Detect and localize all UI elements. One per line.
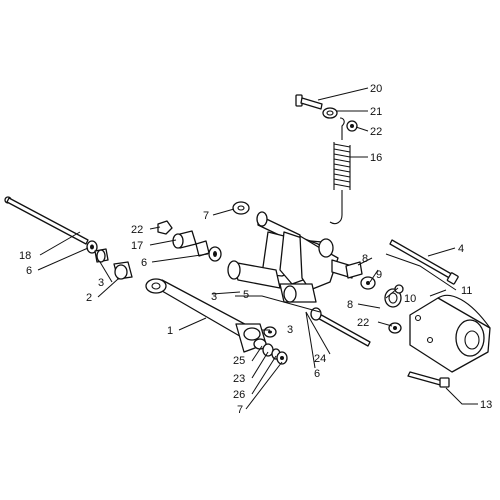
nut-9 <box>360 276 376 290</box>
callout-16: 16 <box>370 152 382 164</box>
callout-labels: 20 21 22 16 7 22 17 6 18 6 3 2 4 8 9 11 … <box>19 83 492 416</box>
callout-22: 22 <box>357 317 369 329</box>
bushing-2 <box>113 261 133 280</box>
callout-6: 6 <box>314 368 320 380</box>
bushing-8-top <box>345 261 363 279</box>
callout-18: 18 <box>19 250 31 262</box>
swing-arm-5 <box>227 211 353 303</box>
callout-10: 10 <box>404 293 416 305</box>
callout-24: 24 <box>314 353 326 365</box>
callout-9: 9 <box>376 269 382 281</box>
washer-6-left <box>86 240 98 254</box>
bushing-3-left <box>94 248 109 263</box>
rod-18 <box>4 196 89 245</box>
callout-5: 5 <box>243 289 249 301</box>
bushing-6-mid <box>195 240 222 262</box>
bushing-21 <box>322 107 338 119</box>
nut-8-bottom <box>394 284 404 294</box>
nut-22-right <box>388 322 402 334</box>
callout-23: 23 <box>233 373 245 385</box>
callout-25: 25 <box>233 355 245 367</box>
bolt-4 <box>389 239 459 285</box>
bushing-3-bottom <box>263 326 277 338</box>
bolt-20 <box>295 94 323 110</box>
leader-lines <box>37 87 478 410</box>
nut-22-mid <box>157 220 173 235</box>
callout-7: 7 <box>237 404 243 416</box>
bracket-11 <box>409 294 491 373</box>
callout-7: 7 <box>203 210 209 222</box>
callout-2: 2 <box>86 292 92 304</box>
callout-3: 3 <box>98 277 104 289</box>
bushing-10 <box>384 288 402 308</box>
spacer-17 <box>172 230 197 249</box>
callout-22: 22 <box>370 126 382 138</box>
nut-7-top <box>232 201 250 215</box>
callout-17: 17 <box>131 240 143 252</box>
bolt-24 <box>310 307 371 347</box>
callout-4: 4 <box>458 243 464 255</box>
callout-1: 1 <box>167 325 173 337</box>
callout-13: 13 <box>480 399 492 411</box>
callout-6: 6 <box>141 257 147 269</box>
callout-8: 8 <box>362 253 368 265</box>
callout-26: 26 <box>233 389 245 401</box>
spring-16 <box>329 117 351 225</box>
callout-11: 11 <box>461 285 472 297</box>
callout-21: 21 <box>370 106 382 118</box>
callout-20: 20 <box>370 83 382 95</box>
washer-stack <box>253 338 288 365</box>
callout-6: 6 <box>26 265 32 277</box>
callout-3: 3 <box>287 324 293 336</box>
bolt-13 <box>407 371 450 388</box>
callout-3: 3 <box>211 291 217 303</box>
callout-8: 8 <box>347 299 353 311</box>
callout-22: 22 <box>131 224 143 236</box>
nut-22-top <box>346 120 358 132</box>
